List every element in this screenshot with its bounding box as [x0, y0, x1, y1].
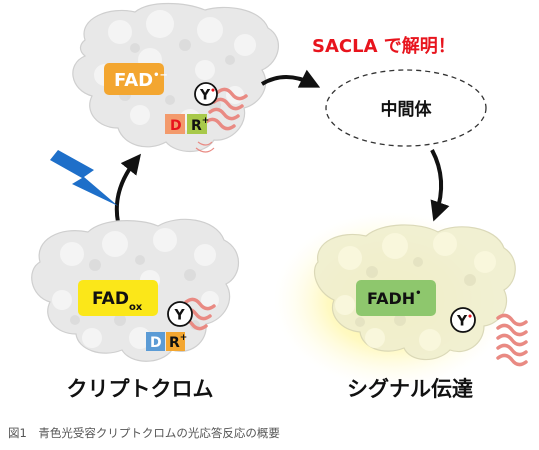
- fadh-box: [356, 280, 436, 316]
- signal-label: シグナル伝達: [347, 377, 473, 401]
- d-label-top: D: [170, 118, 182, 134]
- d-label-bottom-left: D: [150, 335, 162, 351]
- figure-caption: 図1 青色光受容クリプトクロムの光応答反応の概要: [8, 426, 280, 440]
- r-box-bottom-left: [166, 332, 185, 351]
- d-box-bottom-left: [146, 332, 165, 351]
- intermediate-ellipse: [325, 69, 487, 147]
- sacla-highlight: SACLA で解明！: [312, 35, 456, 57]
- fad-radical-label: FAD•−: [114, 70, 168, 91]
- arrow-icon: [114, 153, 141, 223]
- arrow-icon: [260, 69, 321, 88]
- tyrosine-circle-bottom-left: [167, 301, 193, 327]
- tyrosine-label-top: Y•: [199, 87, 216, 104]
- ripple-top: [195, 141, 215, 153]
- r-label-bottom-left: R+: [169, 333, 187, 351]
- fad-ox-box: [78, 280, 158, 316]
- r-label-top: R+: [191, 116, 209, 134]
- fadh-label: FADH•: [367, 288, 422, 308]
- tyrosine-circle-bottom-right: [450, 307, 476, 333]
- tyrosine-label-bottom-right: Y•: [456, 313, 473, 330]
- helix-bottom-right: [496, 313, 528, 367]
- tyrosine-label-bottom-left: Y: [174, 308, 186, 324]
- intermediate-label: 中間体: [381, 99, 433, 120]
- r-box-top: [187, 114, 207, 134]
- tyrosine-circle-top: [194, 82, 218, 106]
- d-box-top: [165, 114, 185, 134]
- fad-radical-box: [104, 63, 164, 95]
- arrow-icon: [430, 149, 450, 222]
- cryptochrome-label: クリプトクロム: [67, 377, 214, 401]
- fad-ox-label: FADox: [92, 289, 143, 313]
- lightning-icon: [50, 150, 118, 206]
- helix-top: [204, 87, 248, 131]
